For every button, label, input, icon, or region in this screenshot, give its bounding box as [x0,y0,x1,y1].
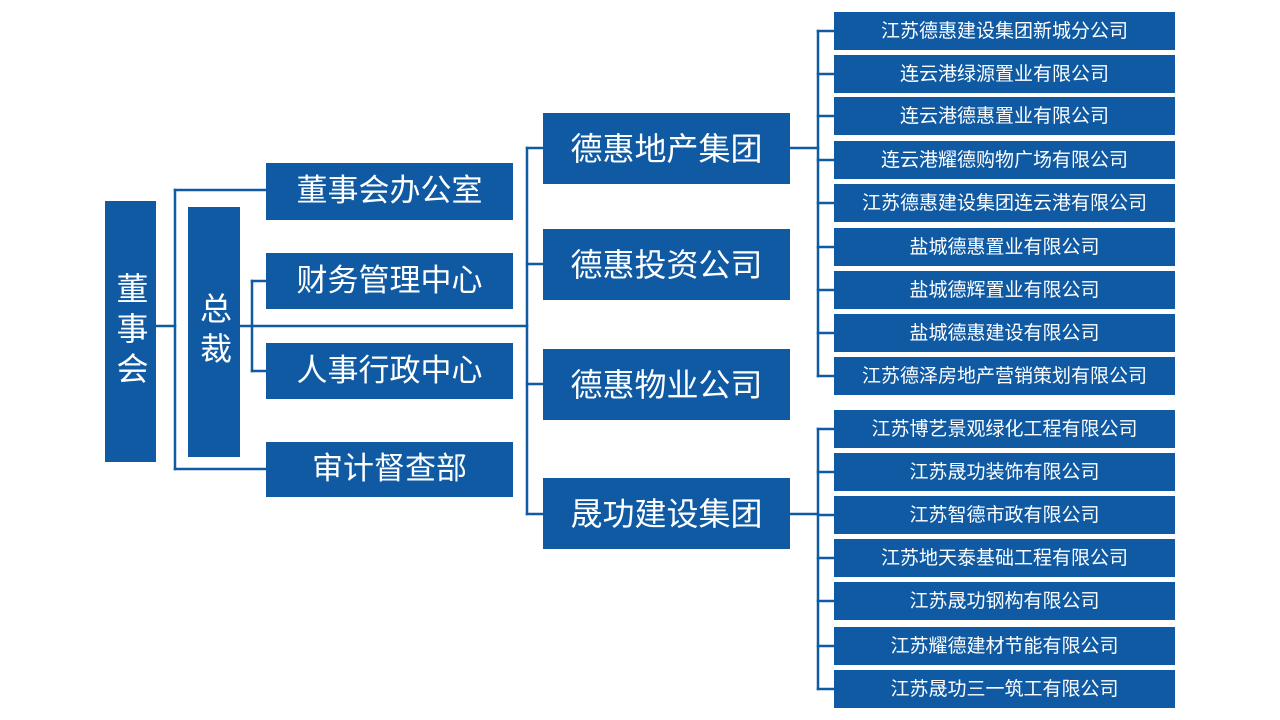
subsidiary-label: 江苏德泽房地产营销策划有限公司 [861,364,1147,387]
subsidiary-box: 江苏德惠建设集团新城分公司 [834,12,1175,50]
subsidiary-box: 江苏地天泰基础工程有限公司 [834,539,1175,577]
group-dehui-realestate-label: 德惠地产集团 [570,129,763,168]
subsidiary-box: 盐城德辉置业有限公司 [834,271,1175,309]
subsidiary-label: 江苏地天泰基础工程有限公司 [880,546,1128,569]
subsidiary-label: 连云港德惠置业有限公司 [899,104,1109,127]
subsidiary-label: 江苏晟功装饰有限公司 [909,460,1100,483]
subsidiary-box: 连云港德惠置业有限公司 [834,97,1175,135]
subsidiary-box: 江苏晟功三一筑工有限公司 [834,670,1175,708]
group-dehui-realestate: 德惠地产集团 [543,113,790,184]
president-box: 总裁 [188,207,240,457]
subsidiary-box: 连云港绿源置业有限公司 [834,55,1175,93]
subsidiary-box: 盐城德惠建设有限公司 [834,314,1175,352]
subsidiary-label: 盐城德辉置业有限公司 [909,278,1100,301]
department-hr-admin-center: 人事行政中心 [266,343,513,399]
subsidiary-label: 盐城德惠建设有限公司 [909,321,1100,344]
group-shenggong-construction-label: 晟功建设集团 [570,494,763,533]
subsidiary-box: 盐城德惠置业有限公司 [834,228,1175,266]
group-dehui-property-label: 德惠物业公司 [570,365,763,404]
department-audit: 审计督查部 [266,442,513,497]
subsidiary-label: 盐城德惠置业有限公司 [909,235,1100,258]
subsidiary-box: 江苏博艺景观绿化工程有限公司 [834,410,1175,448]
subsidiary-box: 江苏德惠建设集团连云港有限公司 [834,184,1175,222]
group-dehui-investment: 德惠投资公司 [543,229,790,300]
group-dehui-investment-label: 德惠投资公司 [570,245,763,284]
subsidiary-box: 江苏晟功装饰有限公司 [834,453,1175,491]
board-label: 董事会 [111,271,150,392]
subsidiary-label: 江苏博艺景观绿化工程有限公司 [871,417,1138,440]
subsidiary-label: 江苏德惠建设集团新城分公司 [880,19,1128,42]
department-audit-label: 审计督查部 [312,451,467,487]
president-label: 总裁 [195,292,233,372]
subsidiary-label: 连云港绿源置业有限公司 [899,62,1109,85]
group-dehui-property: 德惠物业公司 [543,349,790,420]
department-finance-center-label: 财务管理中心 [296,262,483,299]
board-box: 董事会 [105,201,156,462]
subsidiary-box: 江苏晟功钢构有限公司 [834,582,1175,620]
department-board-office-label: 董事会办公室 [296,173,483,209]
department-finance-center: 财务管理中心 [266,253,513,309]
subsidiary-label: 江苏智德市政有限公司 [909,503,1100,526]
subsidiary-label: 连云港耀德购物广场有限公司 [880,148,1128,171]
subsidiary-label: 江苏德惠建设集团连云港有限公司 [861,191,1147,214]
subsidiary-label: 江苏晟功三一筑工有限公司 [890,677,1119,700]
department-board-office: 董事会办公室 [266,163,513,220]
subsidiary-box: 江苏智德市政有限公司 [834,496,1175,534]
subsidiary-box: 连云港耀德购物广场有限公司 [834,141,1175,179]
group-shenggong-construction: 晟功建设集团 [543,478,790,549]
subsidiary-label: 江苏耀德建材节能有限公司 [890,634,1119,657]
subsidiary-box: 江苏德泽房地产营销策划有限公司 [834,357,1175,395]
department-hr-admin-center-label: 人事行政中心 [296,352,483,389]
subsidiary-box: 江苏耀德建材节能有限公司 [834,627,1175,665]
subsidiary-label: 江苏晟功钢构有限公司 [909,589,1100,612]
